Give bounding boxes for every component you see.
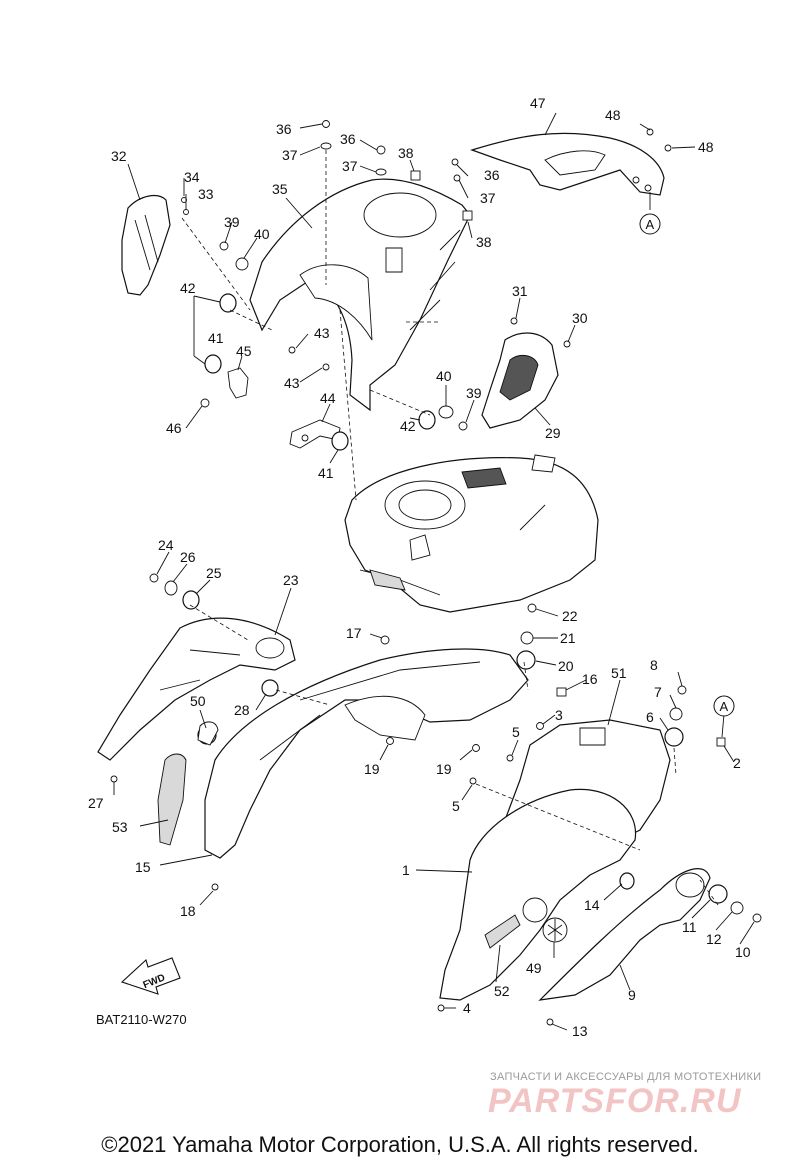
reference-marker-top: A (639, 213, 661, 235)
callout-6: 6 (646, 709, 654, 725)
callout-28: 28 (234, 702, 250, 718)
callout-51: 51 (611, 665, 627, 681)
callout-12: 12 (706, 931, 722, 947)
callout-39a: 39 (224, 214, 240, 230)
left-side-panel-part (97, 617, 296, 761)
copyright-notice: ©2021 Yamaha Motor Corporation, U.S.A. A… (101, 1132, 699, 1157)
callout-5b: 5 (452, 798, 460, 814)
callout-43b: 43 (284, 375, 300, 391)
watermark-brand: PARTSFOR.RU (488, 1082, 742, 1120)
callout-45: 45 (236, 343, 252, 359)
callout-41a: 41 (208, 330, 224, 346)
callout-36a: 36 (276, 121, 292, 137)
callout-20: 20 (558, 658, 574, 674)
callout-19a: 19 (364, 761, 380, 777)
callout-11: 11 (682, 919, 697, 935)
right-small-cover-part (481, 332, 559, 429)
callout-2: 2 (733, 755, 741, 771)
callout-27: 27 (88, 795, 104, 811)
callout-5a: 5 (512, 724, 520, 740)
callout-16: 16 (582, 671, 598, 687)
callout-34: 34 (184, 169, 200, 185)
callout-23: 23 (283, 572, 299, 588)
callout-labels: 1 2 3 4 5 5 6 7 8 9 10 11 12 13 14 15 16… (88, 95, 751, 1039)
bracket-part (289, 419, 341, 449)
right-lower-cover-part (439, 788, 637, 1001)
left-small-cover-part (121, 194, 171, 296)
callout-50: 50 (190, 693, 206, 709)
emblem-part (542, 917, 568, 943)
callout-31: 31 (512, 283, 528, 299)
callout-37b: 37 (342, 158, 358, 174)
callout-33: 33 (198, 186, 214, 202)
leader-lines (113, 112, 755, 1031)
callout-52: 52 (494, 983, 510, 999)
callout-42b: 42 (400, 418, 416, 434)
left-lower-cover-part (204, 648, 529, 859)
callout-53: 53 (112, 819, 128, 835)
callout-48b: 48 (698, 139, 714, 155)
callout-43a: 43 (314, 325, 330, 341)
callout-29: 29 (545, 425, 561, 441)
fuel-tank-part (344, 454, 599, 613)
callout-39b: 39 (466, 385, 482, 401)
callout-17: 17 (346, 625, 362, 641)
callout-1: 1 (402, 862, 410, 878)
callout-25: 25 (206, 565, 222, 581)
callout-38a: 38 (398, 145, 414, 161)
stay-part (227, 367, 249, 399)
callout-10: 10 (735, 944, 751, 960)
callout-47: 47 (530, 95, 546, 111)
reference-marker-bottom: A (713, 695, 735, 717)
callout-37a: 37 (282, 147, 298, 163)
callout-30: 30 (572, 310, 588, 326)
fwd-arrow-icon: FWD (120, 957, 181, 995)
callout-41b: 41 (318, 465, 334, 481)
callout-18: 18 (180, 903, 196, 919)
callout-21: 21 (560, 630, 576, 646)
callout-24: 24 (158, 537, 174, 553)
dashed-lines (181, 150, 719, 906)
callout-49: 49 (526, 960, 542, 976)
callout-44: 44 (320, 390, 336, 406)
tank-cover-part (249, 178, 471, 412)
callout-42a: 42 (180, 280, 196, 296)
svg-text:A: A (720, 699, 729, 714)
callout-15: 15 (135, 859, 151, 875)
callout-22: 22 (562, 608, 578, 624)
rear-lower-side-part (538, 868, 711, 1001)
callout-38b: 38 (476, 234, 492, 250)
fasteners (110, 120, 762, 1026)
callout-40b: 40 (436, 368, 452, 384)
top-trim-part (470, 132, 665, 196)
drawing-code: BAT2110-W270 (96, 1012, 187, 1027)
callout-3: 3 (555, 707, 563, 723)
callout-32: 32 (111, 148, 127, 164)
svg-text:A: A (646, 217, 655, 232)
grille-part (484, 914, 521, 949)
callout-4: 4 (463, 1000, 471, 1016)
callout-13: 13 (572, 1023, 588, 1039)
callout-7: 7 (654, 684, 662, 700)
callout-35: 35 (272, 181, 288, 197)
callout-36c: 36 (484, 167, 500, 183)
callout-37c: 37 (480, 190, 496, 206)
callout-9: 9 (628, 987, 636, 1003)
callout-48a: 48 (605, 107, 621, 123)
callout-36b: 36 (340, 131, 356, 147)
side-piece-part (157, 753, 187, 846)
callout-40a: 40 (254, 226, 270, 242)
watermark-tagline: ЗАПЧАСТИ И АКСЕССУАРЫ ДЛЯ МОТОТЕХНИКИ (490, 1071, 762, 1083)
callout-46: 46 (166, 420, 182, 436)
callout-14: 14 (584, 897, 600, 913)
callout-26: 26 (180, 549, 196, 565)
callout-19b: 19 (436, 761, 452, 777)
callout-8: 8 (650, 657, 658, 673)
